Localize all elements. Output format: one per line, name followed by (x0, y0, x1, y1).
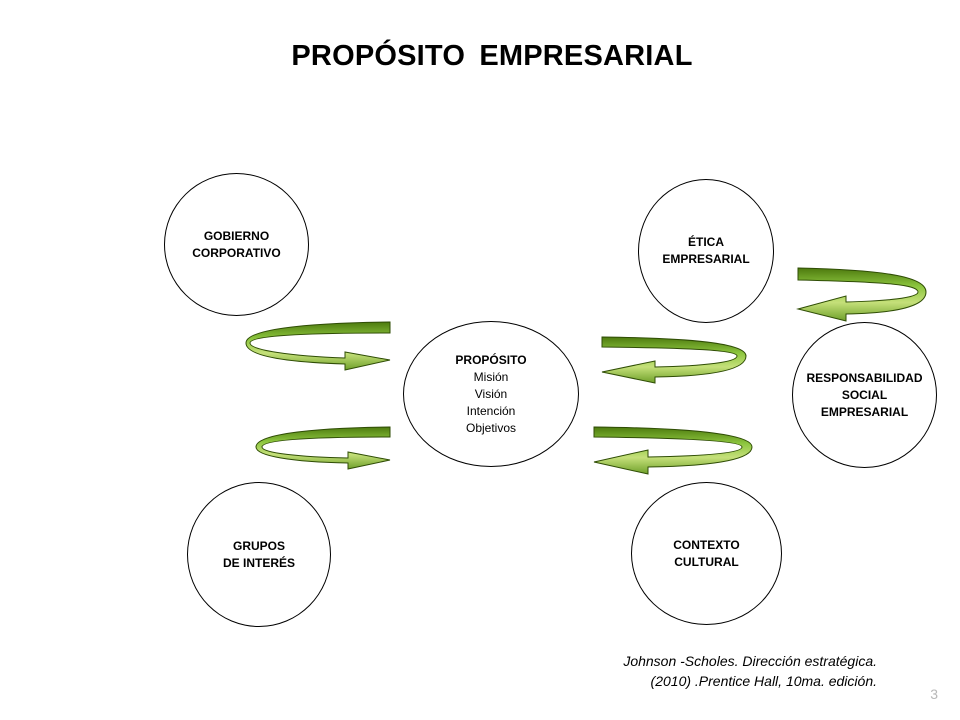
arrow-gobierno-proposito (245, 321, 391, 371)
node-contexto-cultural: CONTEXTO CULTURAL (631, 482, 782, 625)
node-proposito-label: PROPÓSITO (455, 352, 527, 367)
node-gobierno-corporativo: GOBIERNO CORPORATIVO (164, 173, 309, 316)
arrow-proposito-etica (601, 336, 747, 384)
node-gobierno-label: GOBIERNO CORPORATIVO (192, 228, 281, 260)
citation-line-1: Johnson -Scholes. Dirección estratégica. (623, 653, 877, 669)
node-proposito-item: Misión (473, 369, 509, 384)
citation-line-2: (2010) .Prentice Hall, 10ma. edición. (650, 673, 877, 689)
node-etica-empresarial: ÉTICA EMPRESARIAL (638, 179, 774, 323)
node-responsabilidad-social: RESPONSABILIDAD SOCIAL EMPRESARIAL (792, 322, 937, 468)
node-contexto-label: CONTEXTO CULTURAL (673, 537, 740, 569)
node-proposito: PROPÓSITO Misión Visión Intención Objeti… (403, 321, 579, 467)
node-proposito-item: Intención (466, 403, 516, 418)
arrow-grupos-proposito (255, 426, 391, 470)
arrow-etica-responsabilidad (796, 267, 927, 322)
node-proposito-item: Visión (474, 386, 508, 401)
node-responsabilidad-label: RESPONSABILIDAD SOCIAL EMPRESARIAL (806, 370, 923, 419)
node-grupos-interes: GRUPOS DE INTERÉS (187, 482, 331, 627)
node-grupos-label: GRUPOS DE INTERÉS (222, 538, 295, 570)
page-title: PROPÓSITO EMPRESARIAL (291, 40, 693, 72)
arrow-proposito-contexto (593, 426, 753, 475)
page-number: 3 (930, 686, 938, 702)
node-proposito-item: Objetivos (465, 420, 517, 435)
citation: Johnson -Scholes. Dirección estratégica.… (560, 651, 877, 691)
node-etica-label: ÉTICA EMPRESARIAL (662, 235, 750, 266)
